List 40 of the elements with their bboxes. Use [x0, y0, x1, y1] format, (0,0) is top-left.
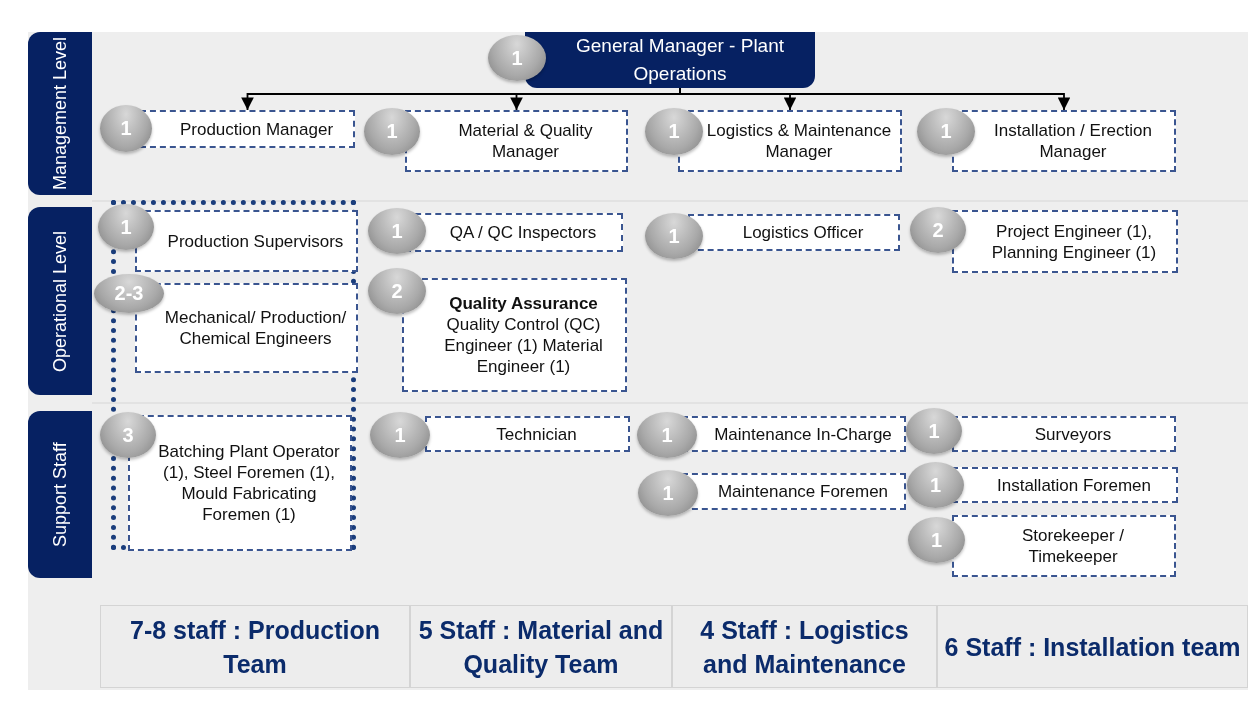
role-title: Maintenance In-Charge	[714, 423, 892, 445]
role-heading: Quality Assurance	[449, 293, 598, 314]
role-title: Batching Plant Operator (1), Steel Foremen (1), Mould Fabricating Foremen (1)	[157, 441, 341, 525]
team-total-panel: 4 Staff : Logistics and Maintenance	[672, 605, 937, 688]
role-box	[952, 416, 1176, 452]
role-box	[135, 210, 358, 272]
role-title: Technician	[496, 423, 577, 445]
role-title: Material & Quality Manager	[457, 120, 594, 162]
role-box	[140, 110, 355, 148]
role-title: Logistics Officer	[742, 222, 864, 243]
role-title: Quality Control (QC) Engineer (1) Material Engineer (1)	[443, 314, 604, 377]
team-total-panel: 7-8 staff : Production Team	[100, 605, 410, 688]
level-label: Support Staff	[28, 411, 92, 578]
role-box	[425, 416, 630, 452]
level-label: Management Level	[28, 32, 92, 195]
role-box	[402, 278, 627, 392]
highlight-frame	[111, 200, 356, 550]
role-title: Surveyors	[1034, 423, 1112, 445]
level-label: Operational Level	[28, 207, 92, 395]
role-box	[952, 467, 1178, 503]
role-box	[952, 515, 1176, 577]
team-total-panel: 6 Staff : Installation team	[937, 605, 1248, 688]
role-box	[405, 110, 628, 172]
role-title: Project Engineer (1), Planning Engineer (1)	[990, 220, 1158, 263]
role-box: General Manager - Plant Operations	[525, 32, 815, 88]
role-title: Installation / Erection Manager	[993, 120, 1153, 162]
role-title: Production Manager	[179, 118, 334, 140]
role-box	[682, 473, 906, 510]
team-total-panel: 5 Staff : Material and Quality Team	[410, 605, 672, 688]
role-title: Maintenance Foremen	[717, 481, 889, 502]
role-title: QA / QC Inspectors	[449, 222, 597, 243]
role-title: Storekeeper / Timekeeper	[1020, 525, 1126, 567]
role-title: Logistics & Maintenance Manager	[705, 120, 893, 162]
role-box	[952, 210, 1178, 273]
role-title: Mechanical/ Production/ Chemical Engineers	[163, 307, 348, 349]
role-box	[678, 110, 902, 172]
role-box	[952, 110, 1176, 172]
role-box	[688, 214, 900, 251]
role-title: Production Supervisors	[167, 230, 344, 252]
role-title: Installation Foremen	[997, 474, 1151, 496]
